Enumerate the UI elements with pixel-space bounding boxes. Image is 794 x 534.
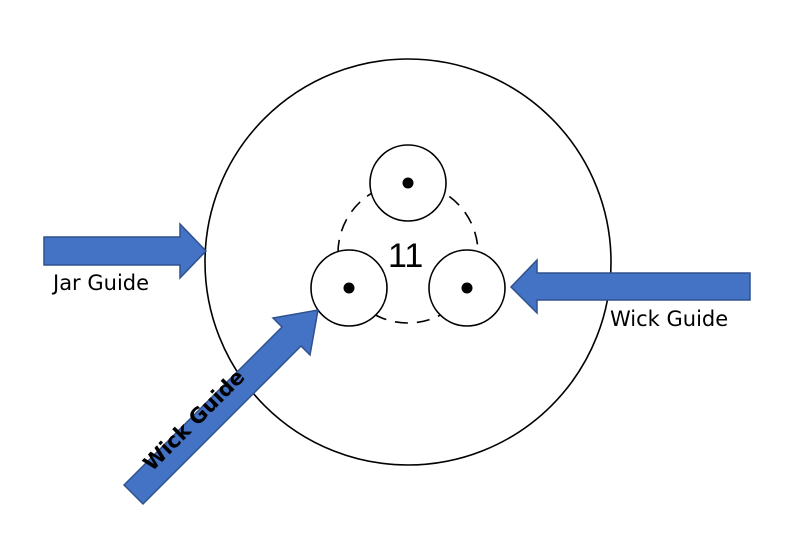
left-wick-center-dot: [343, 282, 355, 294]
wick-guide-right-arrow: [509, 258, 751, 315]
center-number-label: 11: [388, 237, 424, 275]
wick-guide-lower-left-arrow: [122, 309, 319, 506]
top-wick-center-dot: [402, 177, 414, 189]
wick-guide-right-label: Wick Guide: [610, 307, 729, 331]
right-wick-center-dot: [461, 282, 473, 294]
jar-outline-circle: [204, 58, 612, 466]
jar-guide-label: Jar Guide: [53, 271, 150, 295]
jar-guide-arrow: [43, 222, 208, 280]
